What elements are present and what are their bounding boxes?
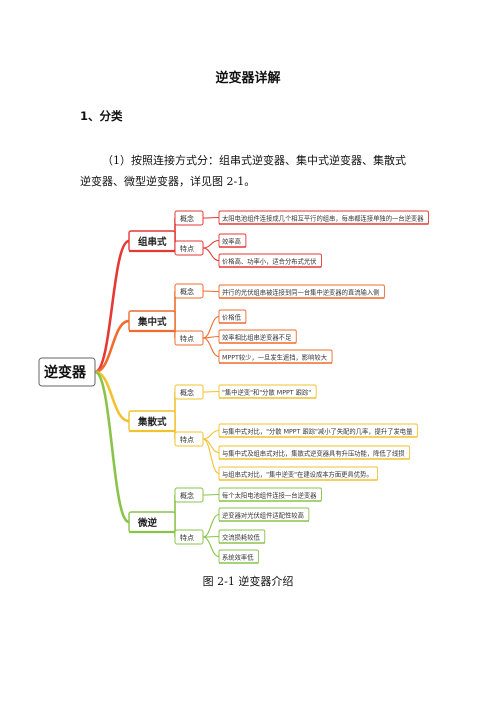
mindmap-figure: 组串式概念太阳电池组件连接成几个相互平行的组串，每串都连接单独的一台逆变器特点效…: [33, 198, 473, 578]
group-node-box: [174, 283, 204, 299]
section-heading: 1、分类: [80, 109, 123, 123]
item-link: [202, 337, 220, 358]
leaf-label: 逆变器对光伏组件适配性较高: [222, 511, 304, 520]
branch-link: [94, 239, 130, 374]
leaf-label: 系统效率低: [222, 553, 254, 562]
item-link: [202, 438, 220, 475]
branch-label: 组串式: [138, 236, 167, 248]
item-link: [202, 247, 220, 262]
group-label: 概念: [180, 388, 194, 397]
item-link: [202, 390, 220, 393]
item-link: [202, 513, 220, 538]
leaf-label: 每个太阳电池组件连接一台逆变器: [222, 491, 317, 500]
group-label: 特点: [180, 334, 194, 343]
leaf-label: 效率高: [222, 237, 241, 246]
item-link: [202, 216, 220, 219]
group-node-box: [174, 330, 204, 346]
leaf-label: MPPT较少，一旦发生遮挡，影响较大: [222, 353, 328, 362]
root-node-box: [38, 357, 96, 387]
group-node-box: [174, 487, 204, 503]
group-node-box: [174, 210, 204, 226]
paragraph-line-1: （1）按照连接方式分：组串式逆变器、集中式逆变器、集散式: [102, 154, 406, 167]
group-node-box: [174, 384, 204, 400]
page-title: 逆变器详解: [215, 71, 281, 86]
group-label: 特点: [180, 244, 194, 253]
leaf-label: "集中逆变"和"分散 MPPT 跟踪": [222, 388, 311, 397]
branch-link: [94, 370, 130, 524]
group-node-box: [174, 240, 204, 256]
branch-label: 微逆: [137, 517, 158, 529]
leaf-label: 与组串式对比，"集中逆变"在建设成本方面更具优势。: [222, 470, 373, 479]
group-label: 特点: [180, 435, 194, 444]
branch-label: 集散式: [137, 416, 167, 428]
group-label: 概念: [180, 491, 194, 500]
branch-label: 集中式: [137, 316, 167, 328]
branch-link: [94, 319, 130, 374]
group-label: 特点: [180, 533, 194, 542]
item-link: [202, 536, 220, 558]
group-node-box: [174, 529, 204, 545]
figure-caption: 图 2-1 逆变器介绍: [202, 575, 294, 588]
item-link: [202, 535, 220, 538]
item-link: [202, 290, 220, 293]
item-link: [202, 315, 220, 339]
body-paragraph: （1）按照连接方式分：组串式逆变器、集中式逆变器、集散式 逆变器、微型逆变器，详…: [80, 150, 430, 192]
leaf-label: 交流损耗较低: [222, 533, 260, 542]
leaf-label: 太阳电池组件连接成几个相互平行的组串，每串都连接单独的一台逆变器: [222, 214, 424, 223]
leaf-label: 并行的光伏组串被连接到同一台集中逆变器的直流输入侧: [222, 288, 379, 297]
leaf-label: 与集中式对比，"分散 MPPT 跟踪"减小了失配的几率，提升了发电量: [222, 427, 413, 436]
leaf-label: 价格低: [222, 313, 242, 322]
root-label: 逆变器: [44, 364, 87, 381]
leaf-label: 效率相比组串逆变器不足: [222, 333, 292, 342]
group-label: 概念: [180, 214, 194, 223]
leaf-label: 价格高、功率小，适合分布式光伏: [222, 257, 317, 266]
paragraph-line-2: 逆变器、微型逆变器，详见图 2-1。: [80, 175, 256, 188]
group-node-box: [174, 431, 204, 447]
branch-link: [94, 370, 130, 423]
leaf-label: 与集中式及组串式对比，集散式逆变器具有升压功能，降低了线损: [222, 449, 405, 458]
item-link: [202, 493, 220, 496]
group-label: 概念: [180, 287, 194, 296]
